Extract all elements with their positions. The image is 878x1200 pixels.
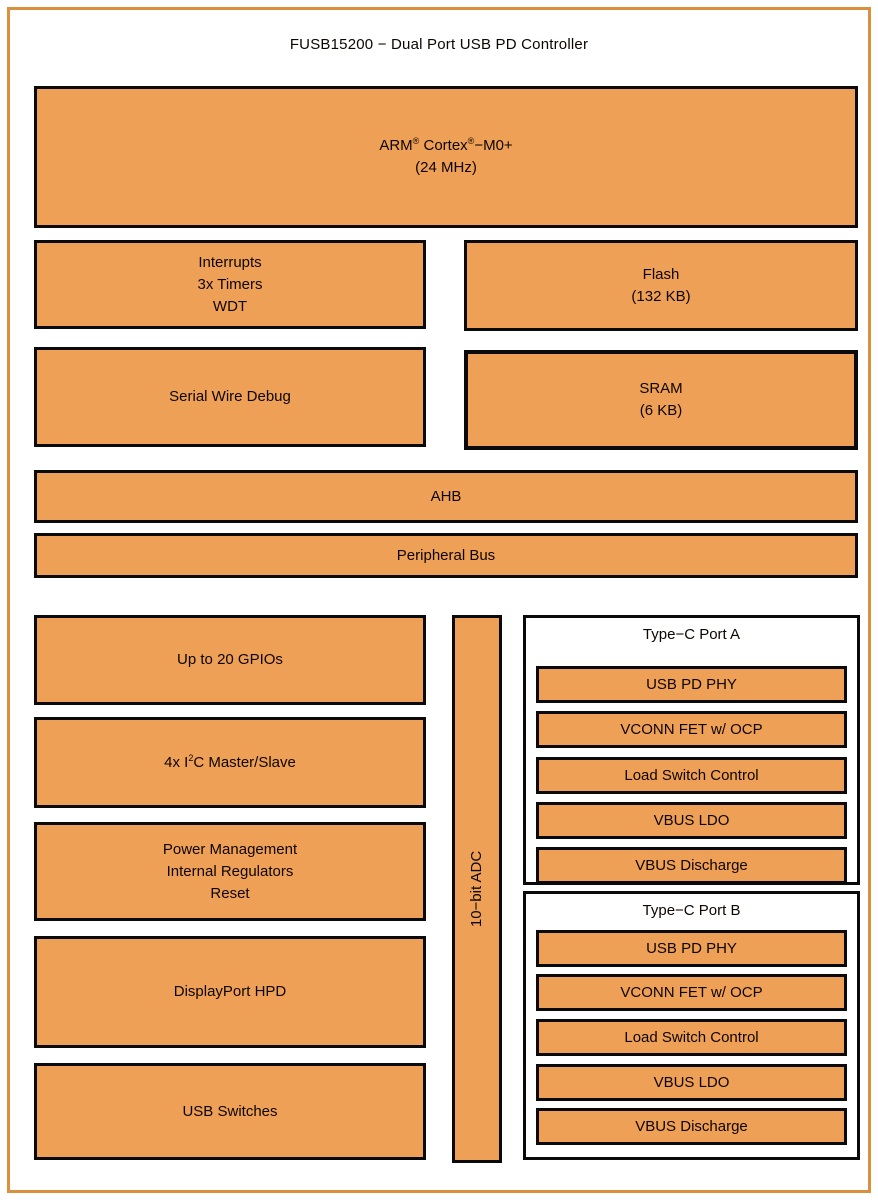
container-type-c-port-b: Type−C Port B USB PD PHY VCONN FET w/ OC…: [523, 891, 860, 1160]
block-cpu: ARM® Cortex®−M0+ (24 MHz): [34, 86, 858, 228]
displayport-hpd-label: DisplayPort HPD: [173, 983, 287, 1000]
cpu-name-line: ARM® Cortex®−M0+: [379, 136, 513, 155]
port-b-title: Type−C Port B: [642, 902, 741, 919]
adc-label: 10−bit ADC: [468, 850, 486, 928]
internal-regulators-line: Internal Regulators: [166, 862, 294, 880]
registered-mark: ®: [412, 136, 420, 146]
page-border-frame: [7, 7, 871, 1193]
block-serial-wire-debug: Serial Wire Debug: [34, 347, 426, 447]
registered-mark: ®: [467, 136, 475, 146]
port-b-vbus-discharge: VBUS Discharge: [536, 1108, 847, 1145]
usb-switches-label: USB Switches: [182, 1102, 278, 1120]
port-b-vbus-ldo: VBUS LDO: [536, 1064, 847, 1101]
peripheral-bus-label: Peripheral Bus: [396, 546, 496, 564]
timers-line: 3x Timers: [197, 275, 263, 293]
block-peripheral-bus: Peripheral Bus: [34, 533, 858, 578]
block-i2c-master-slave: 4x I2C Master/Slave: [34, 717, 426, 808]
port-b-load-switch-control: Load Switch Control: [536, 1019, 847, 1056]
block-usb-switches: USB Switches: [34, 1063, 426, 1160]
port-a-title: Type−C Port A: [642, 626, 741, 643]
cpu-frequency: (24 MHz): [415, 159, 477, 176]
port-a-vbus-ldo: VBUS LDO: [536, 802, 847, 839]
diagram-title: FUSB15200 − Dual Port USB PD Controller: [289, 36, 589, 53]
port-a-vconn-fet-ocp: VCONN FET w/ OCP: [536, 711, 847, 748]
block-power-management: Power Management Internal Regulators Res…: [34, 822, 426, 921]
gpio-label: Up to 20 GPIOs: [177, 651, 283, 668]
block-interrupts-timers-wdt: Interrupts 3x Timers WDT: [34, 240, 426, 329]
block-flash: Flash (132 KB): [464, 240, 858, 331]
sram-size: (6 KB): [639, 402, 683, 419]
flash-label: Flash: [642, 265, 680, 283]
superscript-2: 2: [188, 752, 194, 763]
block-ahb-bus: AHB: [34, 470, 858, 523]
i2c-label: 4x I2C Master/Slave: [164, 752, 296, 771]
flash-size: (132 KB): [631, 287, 691, 305]
block-10bit-adc: 10−bit ADC: [452, 615, 502, 1163]
reset-line: Reset: [210, 884, 250, 902]
swd-label: Serial Wire Debug: [169, 388, 291, 405]
wdt-line: WDT: [212, 297, 248, 315]
interrupts-line: Interrupts: [198, 253, 262, 271]
sram-label: SRAM: [639, 380, 683, 397]
ahb-label: AHB: [430, 487, 462, 505]
block-displayport-hpd: DisplayPort HPD: [34, 936, 426, 1048]
container-type-c-port-a: Type−C Port A USB PD PHY VCONN FET w/ OC…: [523, 615, 860, 885]
port-a-vbus-discharge: VBUS Discharge: [536, 847, 847, 884]
block-gpio: Up to 20 GPIOs: [34, 615, 426, 705]
port-a-load-switch-control: Load Switch Control: [536, 757, 847, 794]
port-b-usb-pd-phy: USB PD PHY: [536, 930, 847, 967]
power-management-line: Power Management: [162, 840, 298, 858]
block-sram: SRAM (6 KB): [464, 350, 858, 450]
port-a-usb-pd-phy: USB PD PHY: [536, 666, 847, 703]
port-b-vconn-fet-ocp: VCONN FET w/ OCP: [536, 974, 847, 1011]
